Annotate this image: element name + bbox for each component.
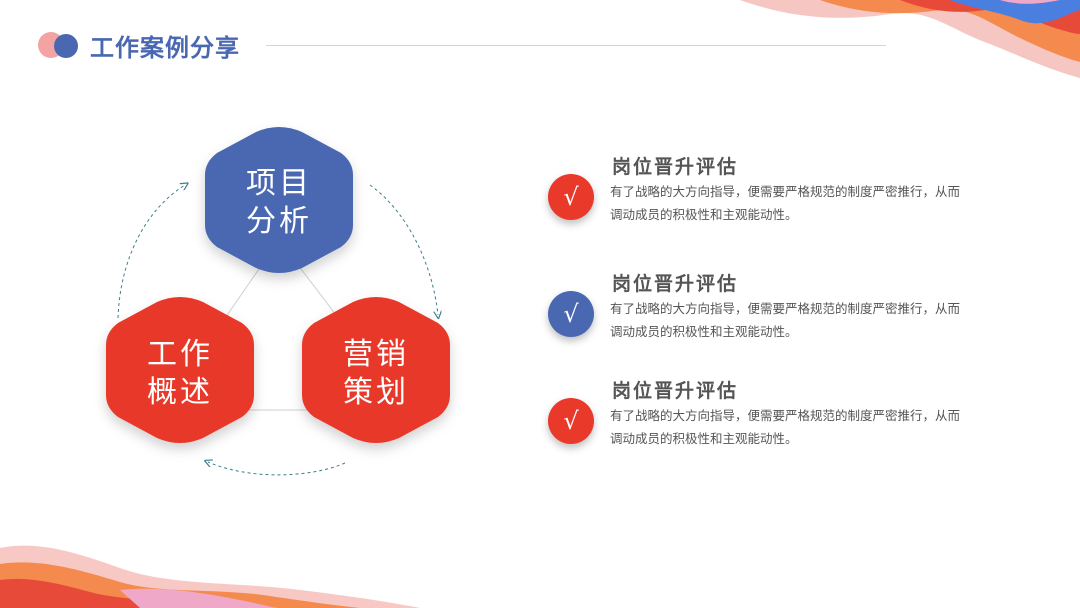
hexagon-label-line: 概述 <box>120 374 240 412</box>
hexagon-label-project-analysis: 项目 分析 <box>219 165 339 241</box>
hexagon-label-line: 分析 <box>219 203 339 241</box>
hexagon-label-line: 策划 <box>316 374 436 412</box>
page-title: 工作案例分享 <box>90 28 240 63</box>
list-item: √ 岗位晋升评估 有了战略的大方向指导，便需要严格规范的制度严密推行，从而调动成… <box>548 376 978 456</box>
item-description: 有了战略的大方向指导，便需要严格规范的制度严密推行，从而调动成员的积极性和主观能… <box>610 297 970 343</box>
item-title: 岗位晋升评估 <box>612 152 738 179</box>
check-badge-icon: √ <box>548 291 594 337</box>
hexagon-label-line: 工作 <box>120 336 240 374</box>
check-badge-icon: √ <box>548 174 594 220</box>
check-badge-icon: √ <box>548 398 594 444</box>
hexagon-label-line: 项目 <box>219 165 339 203</box>
hexagon-label-line: 营销 <box>316 336 436 374</box>
cycle-arrow-bottom <box>208 462 345 475</box>
item-description: 有了战略的大方向指导，便需要严格规范的制度严密推行，从而调动成员的积极性和主观能… <box>610 180 970 226</box>
item-title: 岗位晋升评估 <box>612 376 738 403</box>
hexagon-label-work-overview: 工作 概述 <box>120 336 240 412</box>
title-divider <box>266 45 886 46</box>
item-description: 有了战略的大方向指导，便需要严格规范的制度严密推行，从而调动成员的积极性和主观能… <box>610 404 970 450</box>
list-item: √ 岗位晋升评估 有了战略的大方向指导，便需要严格规范的制度严密推行，从而调动成… <box>548 152 978 232</box>
list-item: √ 岗位晋升评估 有了战略的大方向指导，便需要严格规范的制度严密推行，从而调动成… <box>548 269 978 349</box>
item-title: 岗位晋升评估 <box>612 269 738 296</box>
title-dot-blue <box>54 34 78 58</box>
bottom-left-wave-decoration <box>0 530 420 608</box>
hexagon-label-marketing-planning: 营销 策划 <box>316 336 436 412</box>
cycle-arrow-right <box>370 185 438 315</box>
